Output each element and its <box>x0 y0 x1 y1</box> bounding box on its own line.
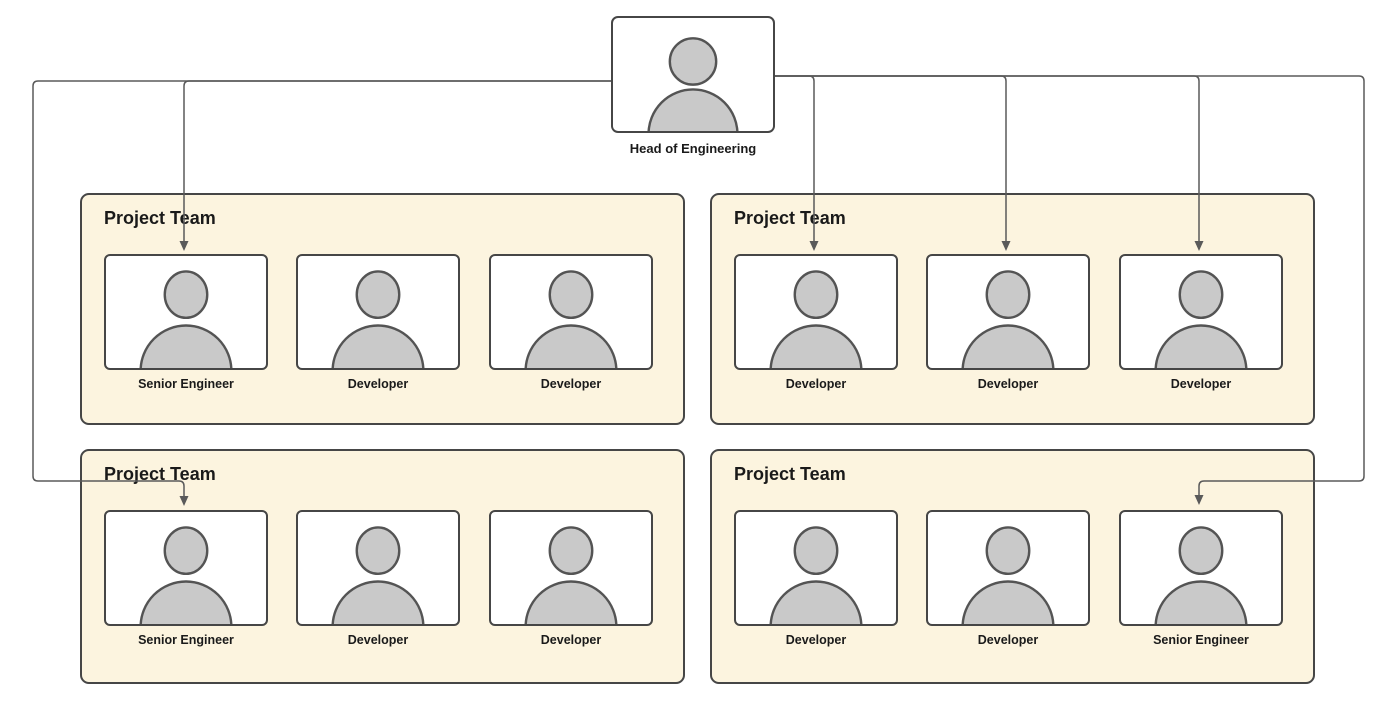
member-card-team4-1[interactable] <box>734 510 898 626</box>
team-group-1[interactable]: Project Team Senior Engineer Developer D… <box>80 193 685 425</box>
member-card-team2-2[interactable] <box>926 254 1090 370</box>
team-1-title: Project Team <box>104 208 216 228</box>
member-role-label: Developer <box>540 377 602 391</box>
team-group-3[interactable]: Project Team Senior Engineer Developer D… <box>80 449 685 684</box>
member-role-label: Senior Engineer <box>138 377 234 391</box>
member-card-team3-3[interactable] <box>489 510 653 626</box>
team-group-2[interactable]: Project Team Developer Developer Develop… <box>710 193 1315 425</box>
member-role-label: Developer <box>540 633 602 647</box>
person-icon <box>769 526 863 624</box>
person-icon <box>331 526 425 624</box>
person-icon <box>647 37 739 131</box>
person-icon <box>139 270 233 368</box>
member-role-label: Developer <box>785 377 847 391</box>
member-role-label: Developer <box>347 633 409 647</box>
person-icon <box>524 526 618 624</box>
member-card-team2-3[interactable] <box>1119 254 1283 370</box>
person-icon <box>1154 526 1248 624</box>
member-card-team4-2[interactable] <box>926 510 1090 626</box>
node-head-of-engineering[interactable] <box>611 16 775 133</box>
team-3-title: Project Team <box>104 464 216 484</box>
team-2-title: Project Team <box>734 208 846 228</box>
person-icon <box>961 270 1055 368</box>
member-card-team3-1[interactable] <box>104 510 268 626</box>
member-role-label: Developer <box>977 633 1039 647</box>
person-icon <box>769 270 863 368</box>
member-role-label: Developer <box>1170 377 1232 391</box>
member-card-team3-2[interactable] <box>296 510 460 626</box>
member-role-label: Developer <box>785 633 847 647</box>
member-card-team1-3[interactable] <box>489 254 653 370</box>
team-4-title: Project Team <box>734 464 846 484</box>
head-of-engineering-label: Head of Engineering <box>629 141 757 156</box>
person-icon <box>331 270 425 368</box>
person-icon <box>1154 270 1248 368</box>
person-icon <box>524 270 618 368</box>
person-icon <box>961 526 1055 624</box>
member-role-label: Senior Engineer <box>1153 633 1249 647</box>
member-role-label: Senior Engineer <box>138 633 234 647</box>
member-card-team4-3[interactable] <box>1119 510 1283 626</box>
member-card-team1-1[interactable] <box>104 254 268 370</box>
member-card-team2-1[interactable] <box>734 254 898 370</box>
team-group-4[interactable]: Project Team Developer Developer Senior … <box>710 449 1315 684</box>
person-icon <box>139 526 233 624</box>
member-card-team1-2[interactable] <box>296 254 460 370</box>
member-role-label: Developer <box>977 377 1039 391</box>
member-role-label: Developer <box>347 377 409 391</box>
